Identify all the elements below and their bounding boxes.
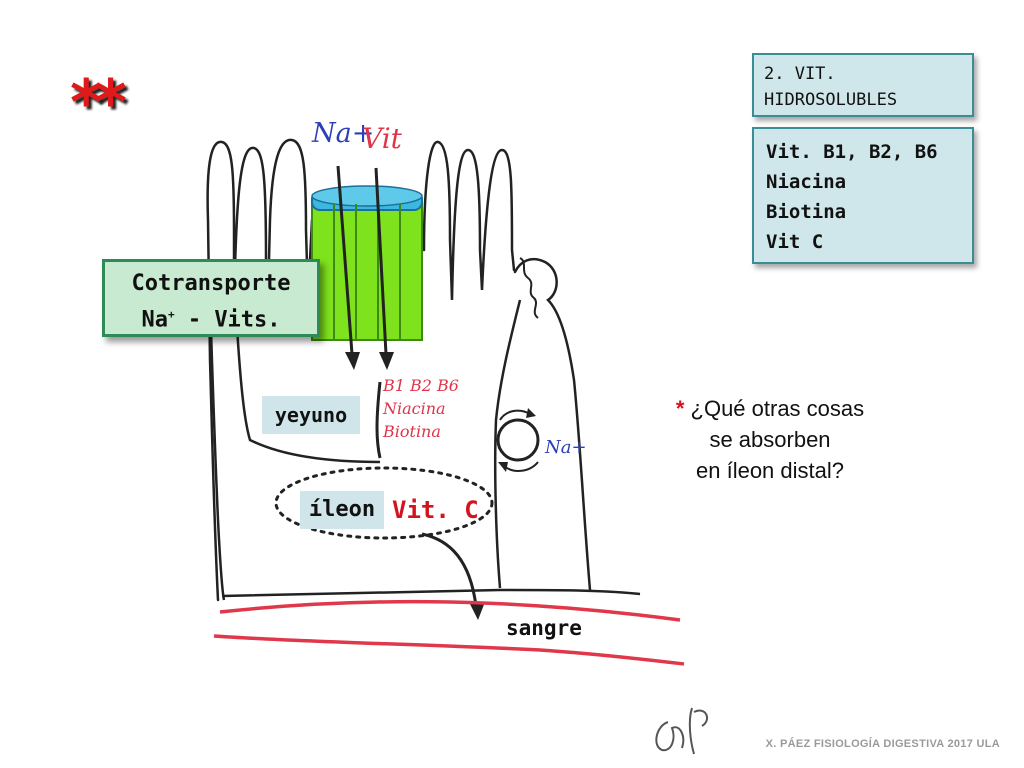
sangre-label: sangre [506, 616, 582, 640]
ileon-dotted-highlight [274, 466, 494, 540]
to-blood-arrow [421, 532, 485, 620]
jejunum-bracket [375, 381, 382, 459]
question-star: * [675, 396, 685, 421]
question-line2: se absorben [709, 427, 831, 452]
handwritten-vit-label: Vit [362, 122, 402, 155]
cell-left-wall [208, 299, 226, 601]
question-text: * ¿Qué otras cosas se absorben en íleon … [640, 393, 900, 486]
cotransport-na: Na [141, 307, 168, 333]
vit-c-label: Vit. C [392, 496, 479, 524]
cotransport-charge: + [167, 308, 175, 321]
handwritten-na-label: Na+ [312, 118, 375, 149]
neighbor-cell-outline [513, 257, 592, 592]
handwritten-list-item: Niacina [383, 399, 446, 418]
blood-vessel [213, 599, 685, 666]
vitamin-list-item: Niacina [766, 171, 847, 193]
question-line3: en íleon distal? [696, 458, 844, 483]
section-title-box: 2. VIT. HIDROSOLUBLES [752, 53, 974, 117]
cotransport-line1: Cotransporte [131, 271, 291, 296]
footer-credit: X. PÁEZ FISIOLOGÍA DIGESTIVA 2017 ULA [765, 738, 1000, 750]
question-line1-text: ¿Qué otras cosas [684, 396, 865, 421]
signature [655, 707, 709, 755]
neighbor-cell-inner [493, 299, 522, 589]
cotransport-label-box: Cotransporte Na+ - Vits. [102, 259, 320, 337]
cell-inner-left [234, 309, 381, 464]
handwritten-list-item: Biotina [383, 422, 441, 441]
handwritten-list-item: B1 B2 B6 [383, 376, 459, 395]
handwritten-jejunum-list: B1 B2 B6 Niacina Biotina [383, 374, 459, 443]
transporter-protein [311, 185, 423, 341]
tight-junction [519, 257, 539, 319]
cell-basal-line [221, 588, 641, 598]
na-pump-icon [496, 408, 540, 472]
na-entry-arrow [336, 165, 360, 370]
emphasis-stars: ** [70, 66, 127, 139]
cell-membrane-outline [206, 138, 516, 602]
section-title-line1: 2. VIT. [764, 64, 836, 84]
vitamin-list-item: Biotina [766, 201, 847, 223]
cotransport-line2: Na+ - Vits. [105, 299, 317, 335]
handwritten-pump-na-label: Na+ [545, 437, 587, 458]
vitamin-list-item: Vit. B1, B2, B6 [766, 141, 938, 163]
vitamin-list-box: Vit. B1, B2, B6 Niacina Biotina Vit C [752, 127, 974, 264]
question-line1: * ¿Qué otras cosas [640, 393, 900, 424]
ileon-label: íleon [300, 491, 384, 529]
vitamin-list-item: Vit C [766, 231, 824, 253]
section-title-line2: HIDROSOLUBLES [764, 90, 898, 110]
vit-entry-arrow [374, 167, 394, 370]
cotransport-vits: - Vits. [174, 307, 281, 333]
yeyuno-label: yeyuno [262, 396, 360, 434]
